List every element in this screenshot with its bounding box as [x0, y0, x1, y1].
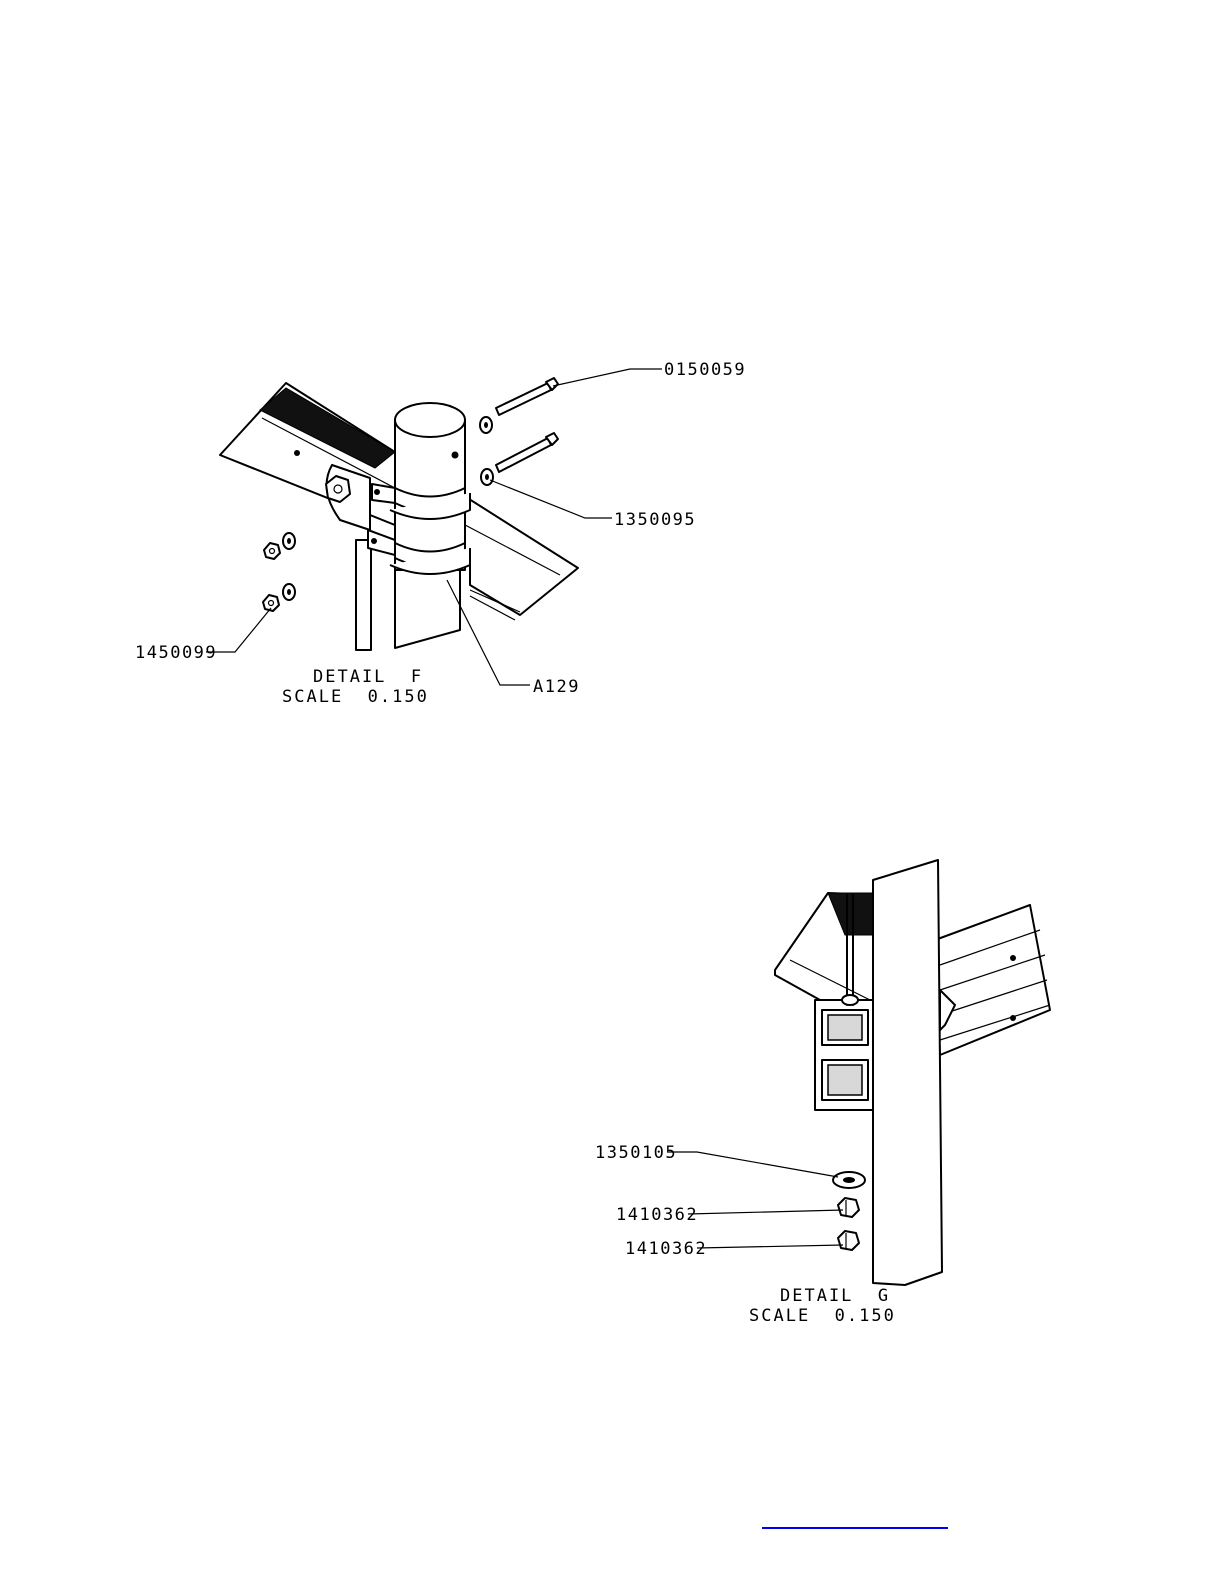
detail-f-bolt-lower-icon — [496, 433, 558, 472]
detail-f-hex-nut-icon — [326, 476, 350, 502]
detail-g-post — [873, 860, 942, 1285]
detail-g-title: DETAIL G — [780, 1286, 890, 1306]
detail-f-washer-upper-icon — [480, 417, 492, 433]
detail-g-nut-upper-icon — [838, 1198, 859, 1217]
detail-f-bolt-upper-icon — [496, 378, 558, 415]
callout-a129: A129 — [533, 677, 580, 697]
detail-g-assembly — [775, 860, 1050, 1285]
detail-f-nut-top-icon — [264, 543, 280, 559]
callout-0150059: 0150059 — [664, 360, 746, 380]
detail-g-leaders — [667, 1152, 843, 1248]
detail-f-scale: SCALE 0.150 — [282, 687, 429, 707]
detail-f-title: DETAIL F — [313, 667, 423, 687]
detail-f-washer-lower-icon — [481, 469, 493, 485]
detail-g-channel — [935, 905, 1050, 1055]
callout-1410362-lower: 1410362 — [625, 1239, 707, 1259]
detail-g-bracket — [775, 893, 880, 1000]
callout-1350105: 1350105 — [595, 1143, 677, 1163]
detail-f-washer-bottom-icon — [283, 584, 295, 600]
callout-1450099: 1450099 — [135, 643, 217, 663]
footer-hyperlink-underline[interactable] — [762, 1527, 948, 1529]
detail-f-washer-top-icon — [283, 533, 295, 549]
detail-g-nut-lower-icon — [838, 1231, 859, 1250]
detail-f-tube — [395, 403, 465, 570]
callout-1350095: 1350095 — [614, 510, 696, 530]
detail-g-washer-icon — [833, 1172, 865, 1188]
detail-g-scale: SCALE 0.150 — [749, 1306, 896, 1326]
detail-f-assembly — [220, 378, 578, 650]
detail-g-strut — [815, 1000, 875, 1110]
callout-1410362-upper: 1410362 — [616, 1205, 698, 1225]
